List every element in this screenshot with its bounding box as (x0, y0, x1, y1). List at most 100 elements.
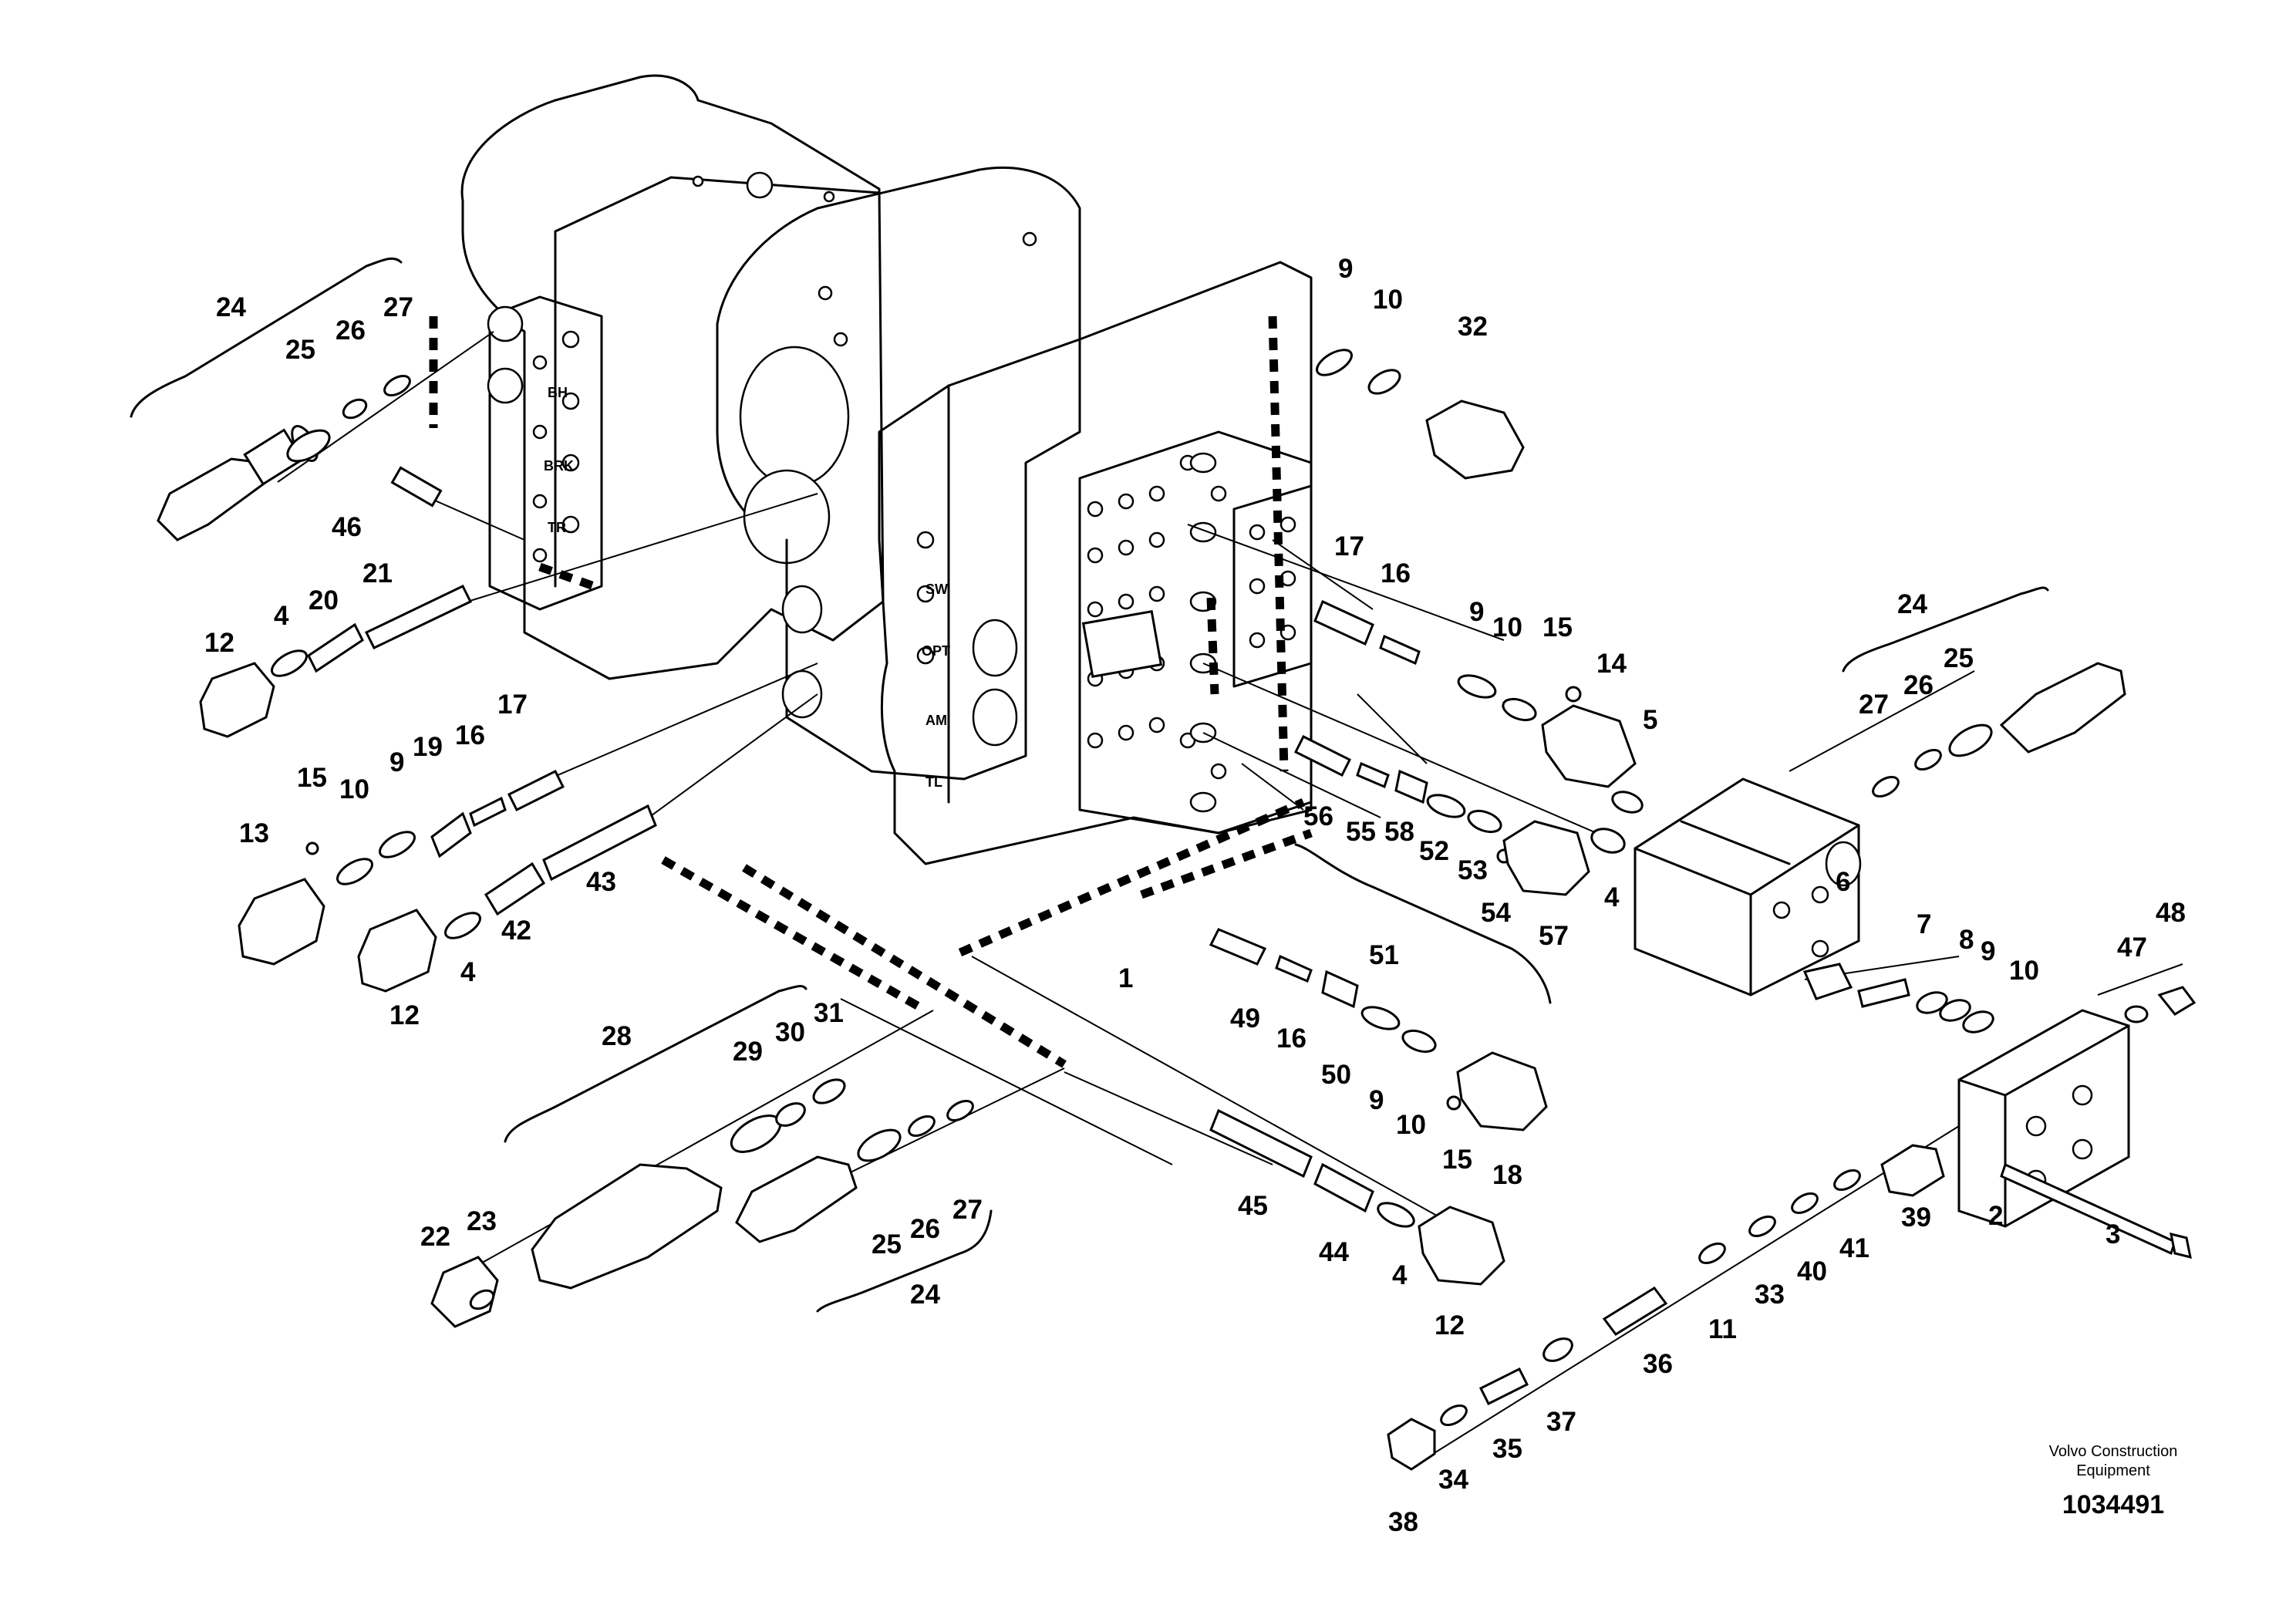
o-ring-5 (1611, 791, 1644, 814)
spring-44 (1313, 1162, 1374, 1213)
callout-40: 40 (1797, 1256, 1827, 1286)
plug-18 (1456, 1051, 1548, 1131)
callout-37: 37 (1546, 1407, 1576, 1437)
callout-33: 33 (1755, 1280, 1785, 1310)
callout-10-e: 10 (2009, 956, 2039, 986)
callout-32: 32 (1458, 312, 1488, 342)
spool-set-left-upper (199, 585, 473, 738)
callout-4-c: 4 (1604, 882, 1620, 912)
o-ring-4-c (1377, 1202, 1415, 1228)
ring-26-b (908, 1115, 936, 1137)
plug-13 (238, 878, 325, 966)
callout-10-d: 10 (1396, 1110, 1426, 1140)
pin-46 (390, 466, 443, 508)
plug-32 (1425, 400, 1525, 480)
callout-13: 13 (239, 818, 269, 848)
callout-51: 51 (1369, 940, 1399, 970)
callout-8: 8 (1959, 925, 1974, 955)
callout-49: 49 (1230, 1003, 1260, 1034)
callout-2: 2 (1988, 1201, 2003, 1231)
callout-57: 57 (1539, 921, 1569, 951)
cover-block (1081, 609, 1163, 679)
spring-20 (307, 622, 364, 673)
credit-line-1: Volvo Construction (2049, 1443, 2178, 1460)
ring-10-b (1367, 369, 1401, 395)
callout-24-a: 24 (216, 292, 246, 322)
callout-44: 44 (1319, 1237, 1349, 1267)
o-ring-27-c (1872, 776, 1900, 798)
callout-4-d: 4 (1392, 1260, 1408, 1290)
port-plug-set-upper-right (1316, 349, 1525, 480)
pilot-parts (1802, 963, 1994, 1034)
plug-57 (1502, 820, 1590, 896)
spool-21 (364, 585, 473, 649)
callout-47: 47 (2117, 932, 2147, 963)
bracket-51 (1294, 843, 1552, 1004)
callout-15-b: 15 (297, 763, 327, 793)
relief-valve-24-bottom (735, 1100, 974, 1243)
callout-11: 11 (1708, 1314, 1737, 1344)
callout-54: 54 (1481, 898, 1511, 928)
port-label-sw: SW (925, 582, 948, 597)
o-ring-11 (1698, 1243, 1726, 1264)
callout-9-b: 9 (1469, 597, 1484, 627)
callout-43: 43 (586, 867, 616, 897)
callout-9-e: 9 (1981, 936, 1995, 966)
plug-14 (1541, 704, 1637, 788)
callout-22: 22 (420, 1222, 450, 1252)
valve-housing-middle (716, 166, 1081, 781)
o-ring-9-a (379, 831, 416, 858)
callout-5: 5 (1643, 705, 1657, 735)
bracket-28 (504, 985, 807, 1143)
callout-15-c: 15 (1442, 1145, 1472, 1175)
callout-27-a: 27 (383, 292, 413, 322)
o-ring-41 (1833, 1169, 1861, 1191)
drawing-number: 1034491 (2062, 1490, 2164, 1519)
callout-17-b: 17 (497, 690, 528, 720)
callout-labels: 1 2 3 4 4 4 4 6 7 8 9 9 9 9 9 10 10 10 1… (204, 254, 2186, 1537)
leader-lines (277, 331, 2183, 1458)
callout-16-c: 16 (1276, 1023, 1306, 1054)
ring-30 (775, 1102, 806, 1127)
callout-38: 38 (1388, 1507, 1418, 1537)
callout-46: 46 (332, 512, 362, 542)
callout-25-a: 25 (285, 335, 315, 365)
callout-4-b: 4 (460, 957, 476, 987)
o-ring-25-b (857, 1128, 902, 1162)
callout-28: 28 (602, 1021, 632, 1051)
callout-14: 14 (1596, 649, 1627, 679)
o-ring-4-d (1590, 828, 1626, 854)
callout-21: 21 (362, 558, 393, 588)
piston-17-a (507, 769, 565, 812)
valve-housing-front-panel-bh: BH BRK TR (487, 295, 603, 611)
o-ring-27 (383, 375, 411, 396)
callout-24-b: 24 (1897, 589, 1927, 619)
piston-6 (1802, 963, 1853, 1000)
port-label-brk: BRK (544, 458, 574, 474)
callout-56: 56 (1303, 801, 1333, 831)
plug-39 (1880, 1144, 1945, 1197)
section-markers (429, 315, 1313, 1068)
callout-10-b: 10 (1492, 612, 1522, 642)
pilot-block-1 (1590, 777, 1862, 996)
piston-50 (1321, 969, 1359, 1009)
o-ring-31 (812, 1078, 846, 1104)
callout-4-a: 4 (274, 601, 289, 631)
ring-10-c (1502, 697, 1537, 722)
spool-set-right-middle (1313, 599, 1637, 788)
ring-53 (1467, 809, 1502, 834)
callout-23: 23 (467, 1206, 497, 1236)
callout-12-c: 12 (1435, 1310, 1465, 1340)
ring-10-e (1962, 1010, 1994, 1034)
callout-26-b: 26 (1903, 670, 1934, 700)
callout-24-c: 24 (910, 1280, 940, 1310)
callout-9-a: 9 (1338, 254, 1353, 284)
spool-set-left-lower (357, 804, 657, 993)
relief-valve-24-right (1872, 662, 2126, 798)
spool-set-bottom (1209, 1108, 1505, 1286)
callout-45: 45 (1238, 1191, 1268, 1221)
callout-25-b: 25 (1944, 643, 1974, 673)
o-ring-52 (1426, 794, 1466, 818)
o-ring-4-b (444, 912, 481, 939)
piston-56 (1293, 734, 1352, 777)
